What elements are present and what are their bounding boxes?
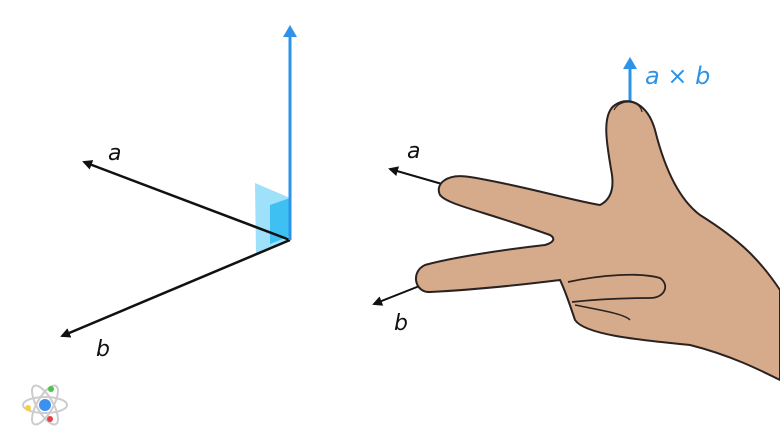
right-hand-rule: a b a × b [372,57,780,382]
vector-b [60,238,291,338]
hand-label-b: b [394,311,408,336]
hand [415,100,780,382]
hand-vector-b [372,284,423,306]
label-a: a [108,141,121,166]
hand-label-cross: a × b [645,62,710,90]
atom-icon [22,384,68,426]
ring-finger [567,273,667,303]
vector-a [82,160,291,242]
thumb-nail [613,101,643,113]
hand-label-a: a [407,139,420,164]
hand-vector-a [388,166,443,185]
label-b: b [96,337,110,362]
left-vector-diagram: a b [60,25,297,362]
right-angle-marker [270,198,290,244]
pinky-finger [574,304,631,321]
